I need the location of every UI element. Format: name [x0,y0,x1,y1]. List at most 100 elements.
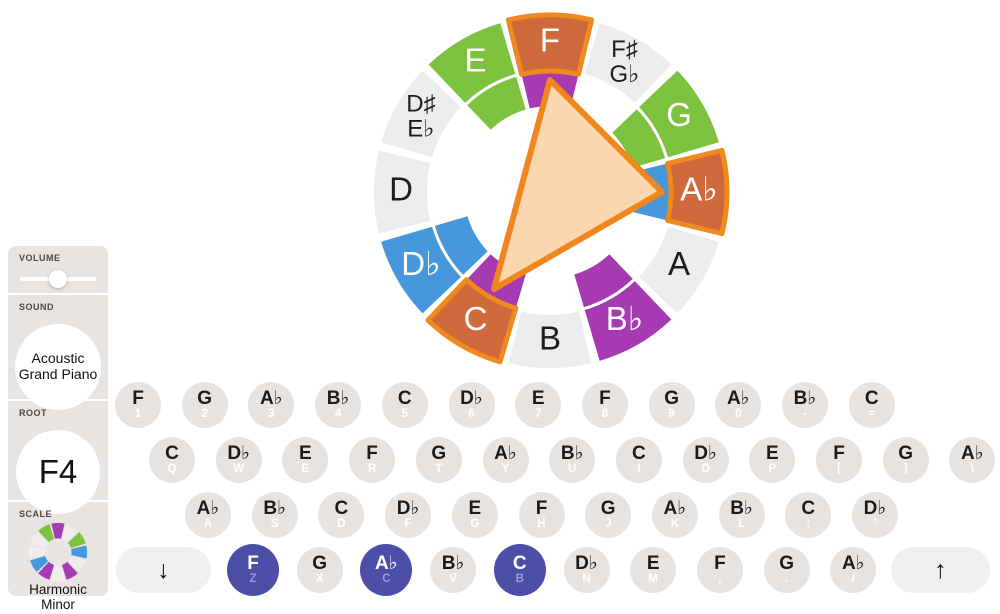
note-button-Bb[interactable]: B♭L [718,492,765,538]
wheel-segment-E[interactable] [428,23,516,103]
wheel-segment-Ds-Eb[interactable] [381,70,461,158]
note-button-label: C [864,388,879,410]
note-button-label: G [664,388,679,410]
note-button-Db[interactable]: D♭N [563,547,610,593]
volume-slider[interactable] [18,270,98,288]
note-button-Bb[interactable]: B♭U [549,437,596,483]
key-binding-label: E [301,463,310,476]
note-button-label: C [801,498,816,520]
note-button-label: C [165,443,179,465]
note-button-label: D♭ [460,388,483,410]
note-button-label: D♭ [694,443,717,465]
note-button-Ab[interactable]: A♭K [651,492,698,538]
note-button-F[interactable]: F[ [816,437,862,483]
wheel-inner-E [467,76,526,130]
key-binding-label: / [851,573,855,586]
note-button-C[interactable]: C= [848,382,895,428]
note-button-label: E [765,443,779,465]
key-binding-label: C [382,573,391,586]
wheel-segment-Fs-Gb[interactable] [584,23,672,103]
wheel-segment-Db[interactable] [381,226,461,314]
note-button-C[interactable]: C; [785,492,832,538]
key-binding-label: 1 [134,408,142,421]
wheel-label-C: C [464,300,488,337]
wheel-segment-F[interactable] [505,12,595,77]
key-binding-label: ' [873,518,877,531]
octave-down-button[interactable]: ↓ [116,547,211,593]
note-button-Db[interactable]: D♭F [385,492,432,538]
note-button-Bb[interactable]: B♭S [251,492,298,538]
key-binding-label: B [515,573,524,586]
note-button-Ab[interactable]: A♭C [360,544,413,596]
wheel-label-Fs-Gb: F♯G♭ [610,36,640,88]
note-button-Ab[interactable]: A♭A [185,492,231,538]
note-button-Ab[interactable]: A♭/ [830,547,877,593]
wheel-segment-C[interactable] [425,277,519,365]
wheel-segment-Bb[interactable] [584,281,672,361]
wheel-segment-G[interactable] [639,70,719,158]
wheel-segment-D[interactable] [374,150,431,234]
key-binding-label: V [449,573,457,586]
note-button-label: B♭ [793,388,817,410]
note-button-label: D♭ [575,553,598,575]
volume-slider-thumb[interactable] [49,270,67,288]
chord-pointer-triangle[interactable] [491,77,665,292]
note-button-Db[interactable]: D♭' [852,492,898,538]
wheel-segment-A[interactable] [639,226,719,314]
note-button-F[interactable]: F, [696,547,743,593]
note-button-Db[interactable]: D♭6 [448,382,495,428]
note-button-G[interactable]: G] [882,437,929,483]
scale-wheel-icon[interactable] [27,521,89,583]
note-button-Ab[interactable]: A♭Y [482,437,529,483]
volume-label: VOLUME [19,253,61,263]
key-binding-label: T [435,463,443,476]
wheel-segment-Ab[interactable] [665,147,730,237]
sound-selector-button[interactable]: Acoustic Grand Piano [15,324,101,410]
wheel-label-D: D [389,171,413,208]
note-button-label: C [334,498,349,520]
note-button-label: D♭ [396,498,420,520]
octave-up-button[interactable]: ↑ [891,547,990,593]
sound-label: SOUND [19,302,55,312]
note-button-Ab[interactable]: A♭3 [248,382,295,428]
note-button-Db[interactable]: D♭O [682,437,729,483]
note-button-Bb[interactable]: B♭4 [315,382,362,428]
wheel-inner-Bb [574,254,633,308]
note-button-Bb[interactable]: B♭- [782,382,828,428]
note-button-label: C [512,553,527,575]
root-label: ROOT [19,408,47,418]
note-button-Db[interactable]: D♭W [215,437,262,483]
note-button-label: G [898,443,914,465]
note-button-Ab[interactable]: A♭\ [949,437,996,483]
note-button-label: B♭ [263,498,287,520]
note-button-label: D♭ [227,443,251,465]
note-button-label: D♭ [863,498,887,520]
note-button-label: F [714,553,726,575]
note-button-Bb[interactable]: B♭V [430,547,477,593]
sound-value: Acoustic Grand Piano [18,350,98,382]
wheel-segment-B[interactable] [508,311,592,368]
note-button-G[interactable]: G. [763,547,810,593]
note-button-Ab[interactable]: A♭0 [715,382,762,428]
key-binding-label: M [648,573,658,586]
